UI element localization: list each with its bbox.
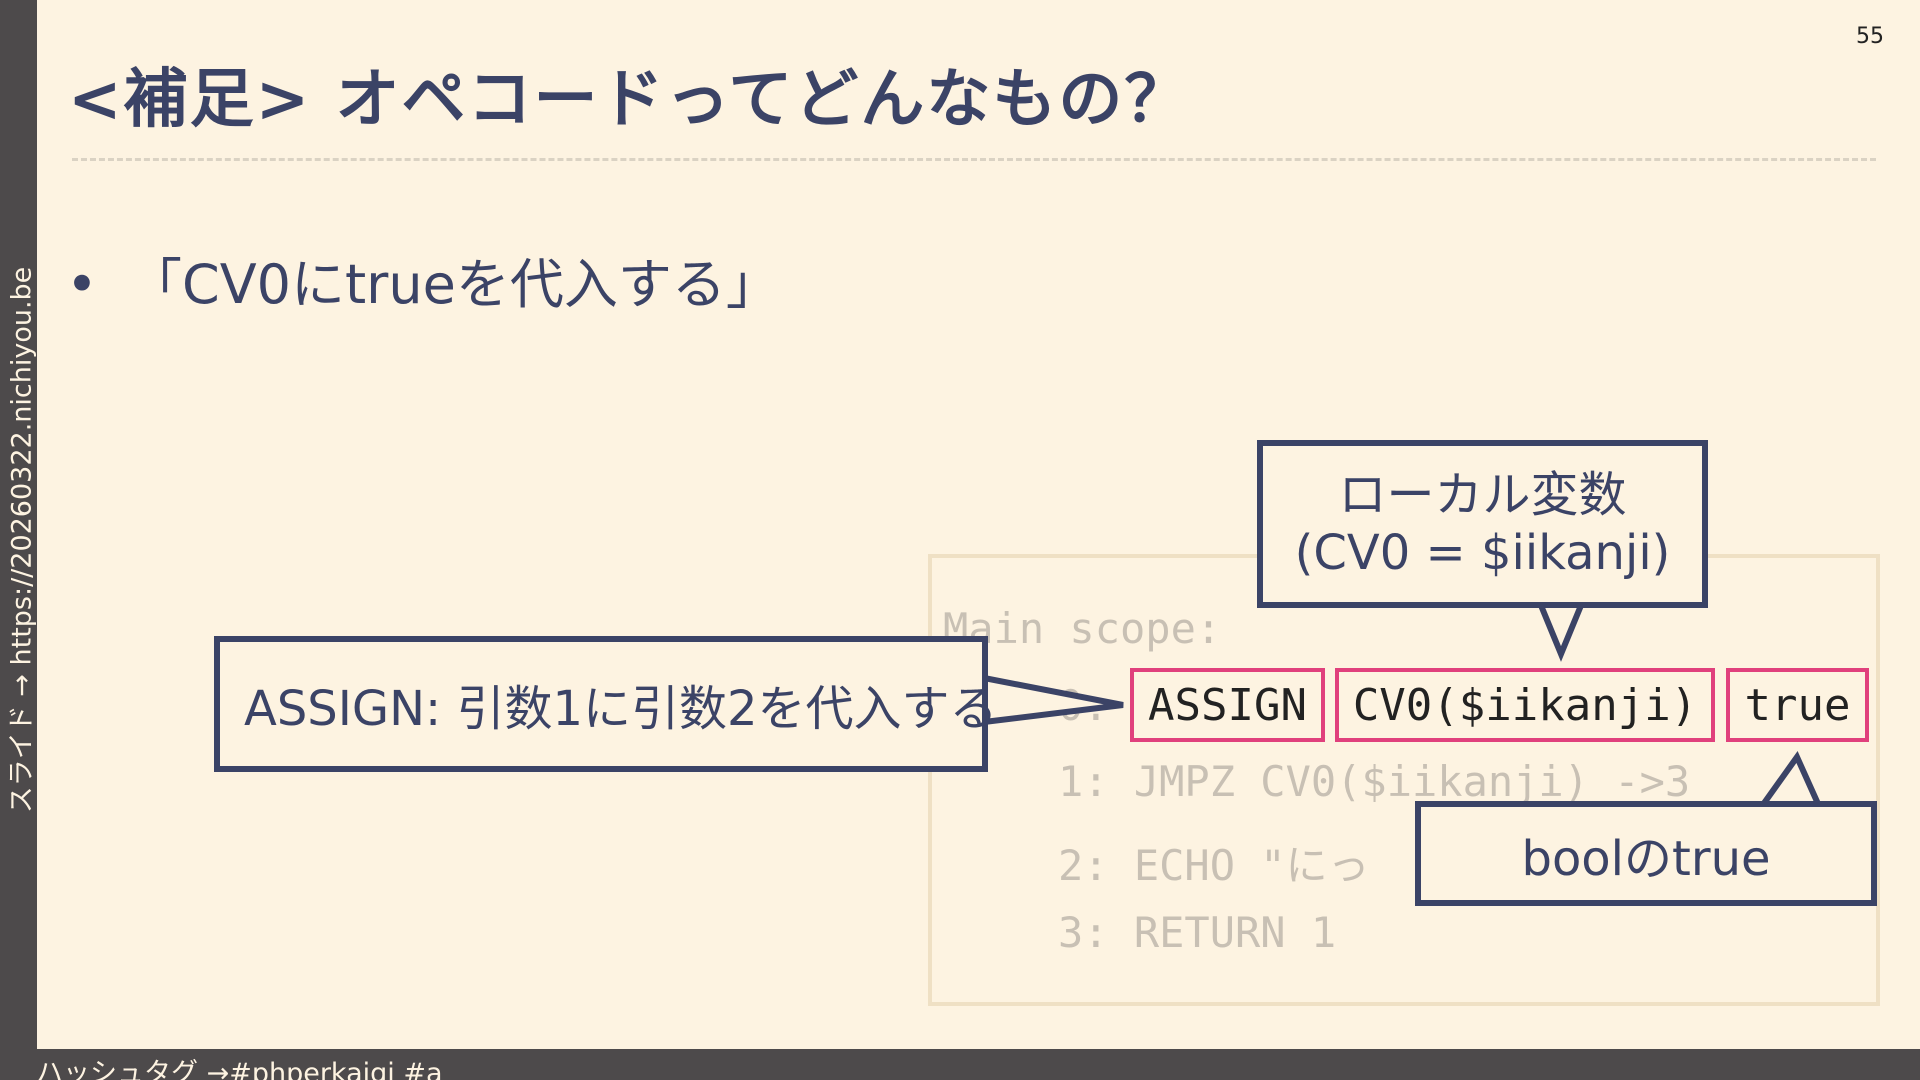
code-line-3: 3: RETURN 1	[1058, 908, 1337, 957]
code-line-2: 2: ECHO "にっ	[1058, 841, 1370, 890]
code-line-1: 1: JMPZ CV0($iikanji) ->3	[1058, 757, 1691, 806]
footer-bar: ハッシュタグ →#phperkaigi #a	[0, 1049, 1920, 1080]
page-number: 55	[1856, 24, 1884, 49]
callout-assign: ASSIGN: 引数1に引数2を代入する	[214, 636, 998, 772]
callout-bool-true-text: boolのtrue	[1521, 830, 1771, 887]
hashtag-text: ハッシュタグ →#phperkaigi #a	[36, 1058, 443, 1080]
callout-bool-true: boolのtrue	[1415, 801, 1877, 906]
left-sidebar: スライド → https://20260322.nichiyou.be	[0, 0, 38, 1080]
bullet-item: • 「CV0にtrueを代入する」	[66, 240, 780, 319]
token-cv0: CV0($iikanji)	[1335, 668, 1715, 742]
token-true: true	[1726, 668, 1869, 742]
title-divider	[72, 158, 1876, 161]
bullet-text: 「CV0にtrueを代入する」	[128, 253, 780, 316]
callout-assign-text: ASSIGN: 引数1に引数2を代入する	[244, 681, 998, 737]
token-assign: ASSIGN	[1130, 668, 1325, 742]
callout-local-variable-title: ローカル変数	[1338, 467, 1627, 523]
slide-title: <補足> オペコードってどんなもの？	[68, 63, 1191, 137]
bullet-marker: •	[66, 253, 98, 316]
callout-local-variable-detail: (CV0 = $iikanji)	[1294, 525, 1671, 581]
callout-local-variable: ローカル変数 (CV0 = $iikanji)	[1257, 440, 1708, 608]
